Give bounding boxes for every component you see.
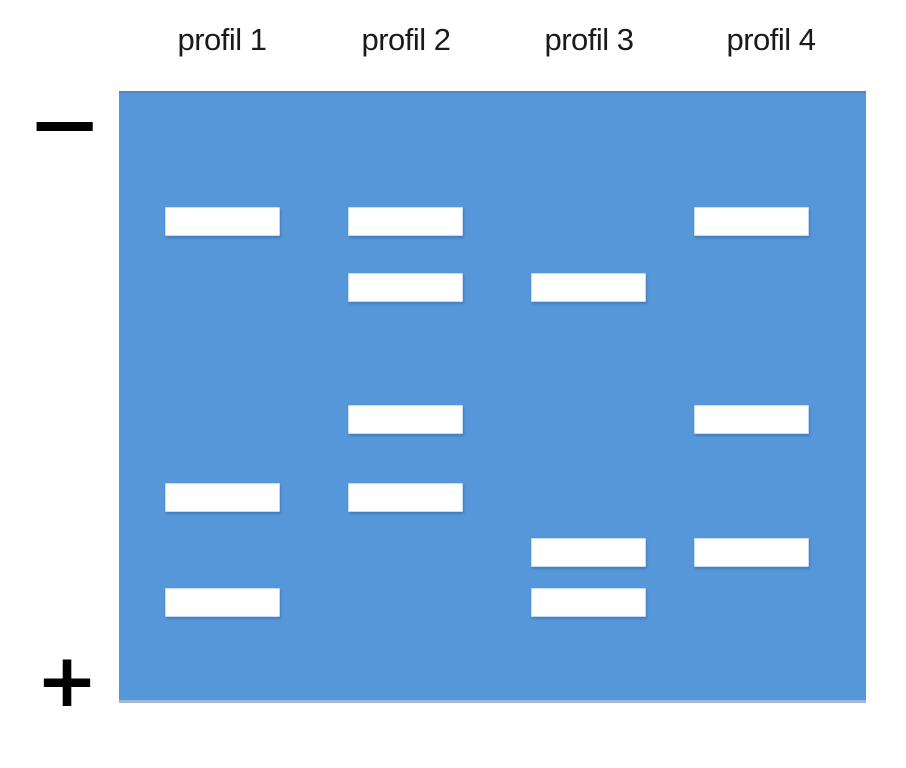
band-lane3-level2 [531,273,646,302]
band-lane4-level3 [694,405,809,434]
band-lane4-level1 [694,207,809,236]
band-lane2-level1 [348,207,463,236]
lane-label-3: profil 3 [544,22,634,57]
band-lane4-level6 [694,538,809,567]
lane-label-2: profil 2 [361,22,451,57]
band-lane3-level7 [531,588,646,617]
band-lane1-level1 [165,207,280,236]
electrophoresis-gel [119,91,866,703]
band-lane2-level5 [348,483,463,512]
cathode-negative-sign: − [27,80,103,170]
band-lane1-level7 [165,588,280,617]
lane-label-4: profil 4 [726,22,816,57]
lane-label-1: profil 1 [177,22,267,57]
band-lane2-level2 [348,273,463,302]
anode-positive-sign: + [36,638,99,724]
band-lane2-level3 [348,405,463,434]
band-lane3-level6 [531,538,646,567]
band-lane1-level5 [165,483,280,512]
